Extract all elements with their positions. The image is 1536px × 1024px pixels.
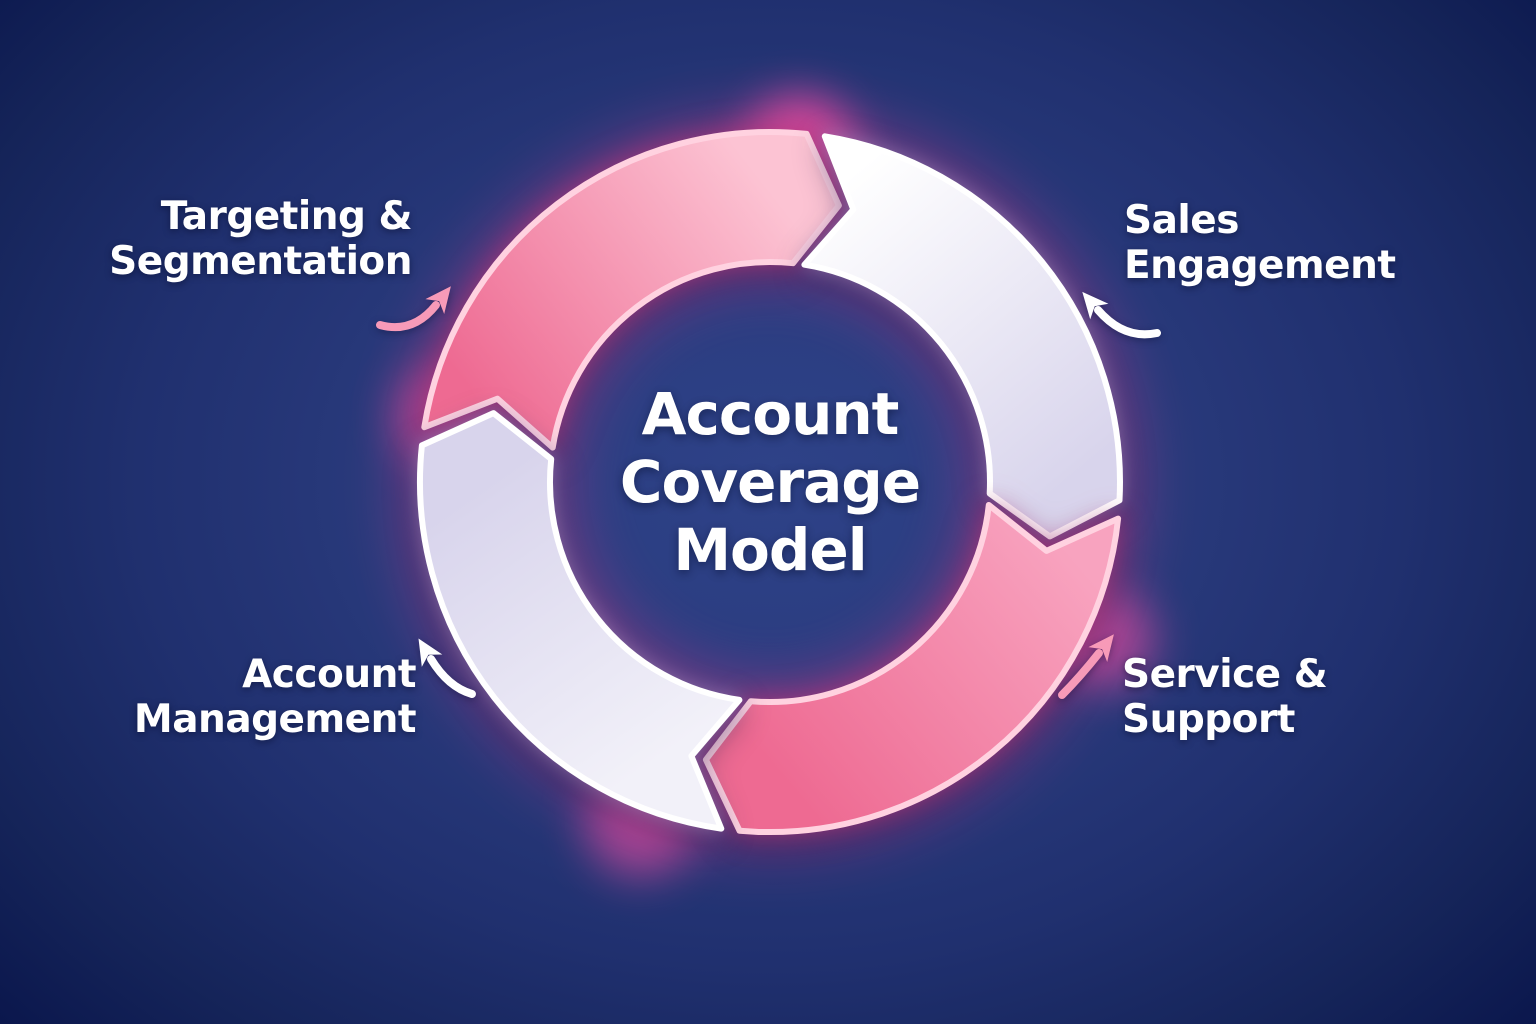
arrow-tail	[1058, 649, 1103, 699]
segment-targeting-segmentation	[421, 129, 842, 451]
arrow-account-management-icon	[418, 638, 476, 698]
center-title-line: Account	[641, 380, 900, 448]
center-title: Account Coverage Model	[619, 380, 921, 584]
label-line: Sales	[1124, 198, 1239, 243]
label-sales-engagement: Sales Engagement	[1124, 198, 1396, 288]
label-line: Engagement	[1124, 243, 1396, 288]
label-line: Service &	[1122, 652, 1328, 697]
arrow-sales-engagement-icon	[1082, 291, 1161, 339]
segment-account-management	[417, 410, 743, 832]
arrow-head	[425, 286, 451, 314]
segment-sales-engagement	[801, 133, 1123, 540]
label-line: Targeting &	[160, 194, 413, 239]
label-account-management: Account Management	[133, 652, 417, 742]
label-service-support: Service & Support	[1122, 652, 1328, 742]
center-title-line: Coverage	[619, 448, 921, 516]
arrow-tail	[1094, 306, 1161, 339]
segment-service-support	[702, 502, 1122, 836]
label-line: Segmentation	[109, 239, 412, 284]
arrow-targeting-segmentation-icon	[376, 286, 451, 332]
label-line: Support	[1122, 697, 1295, 742]
arrow-service-support-icon	[1058, 634, 1114, 699]
label-targeting-segmentation: Targeting & Segmentation	[109, 194, 412, 284]
label-line: Management	[133, 697, 417, 742]
arrow-head	[1088, 634, 1114, 662]
arrow-head	[418, 638, 443, 667]
arrow-tail	[376, 301, 440, 332]
center-title-line: Model	[673, 516, 867, 584]
arrow-head	[1082, 291, 1109, 320]
arrow-tail	[427, 655, 476, 698]
label-line: Account	[242, 652, 416, 697]
